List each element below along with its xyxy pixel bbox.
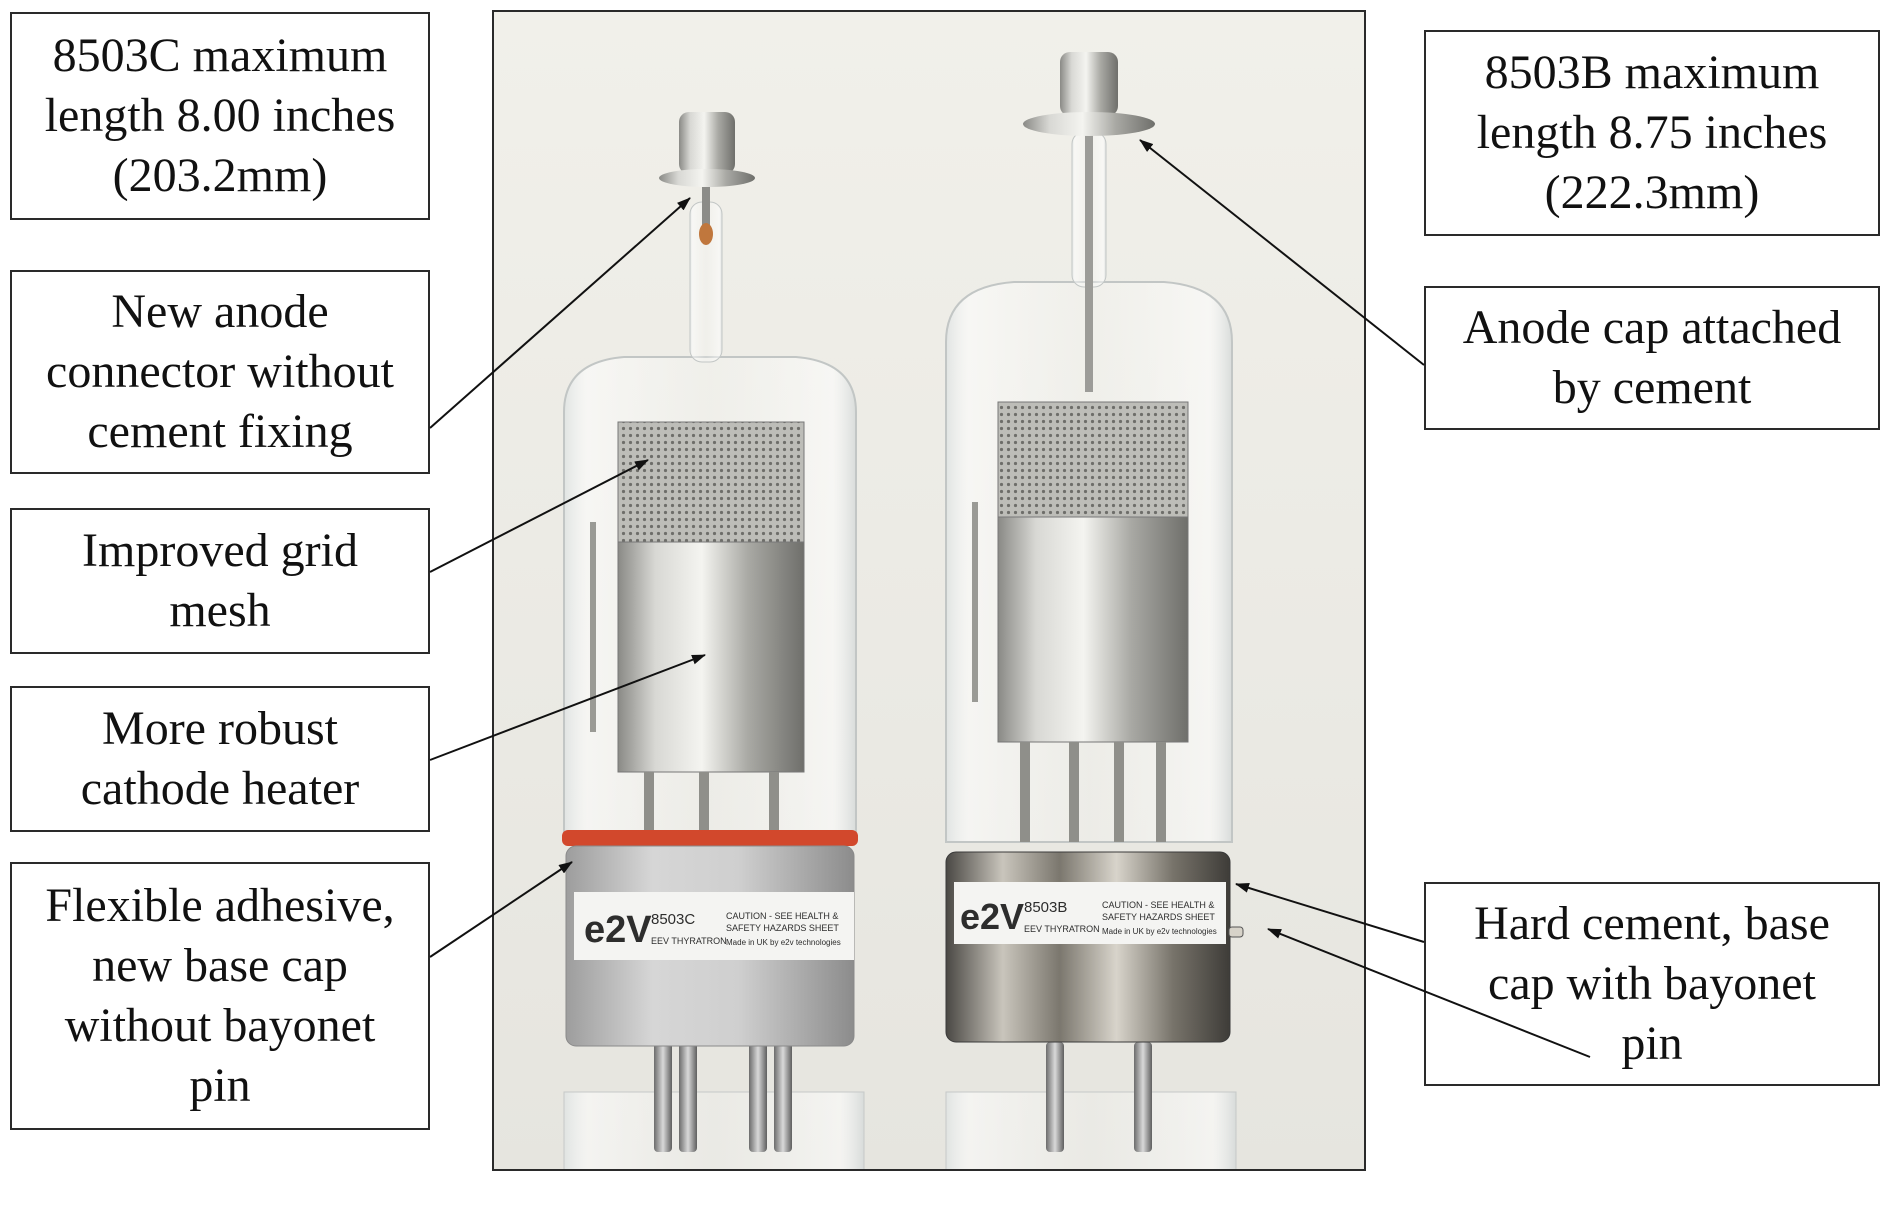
callout-line: 8503B maximum [1484, 46, 1820, 99]
callout-line: 8503C maximum [52, 29, 388, 82]
callout-line: length 8.00 inches [44, 89, 396, 142]
caution-text: SAFETY HAZARDS SHEET [726, 923, 839, 933]
callout-line: Flexible adhesive, [45, 879, 395, 932]
callout-8503c-length: 8503C maximum length 8.00 inches (203.2m… [10, 12, 430, 220]
tube-photo: e2V 8503C EEV THYRATRON CAUTION - SEE HE… [492, 10, 1366, 1171]
grid-mesh [617, 421, 805, 543]
anode-lead [702, 180, 710, 240]
callout-line: pin [189, 1059, 251, 1112]
grid-mesh [997, 401, 1189, 518]
cathode-cylinder [617, 541, 805, 773]
base-pin [1046, 1042, 1064, 1152]
leader-hard-cement-pin [1267, 928, 1591, 1058]
lower-glass-tube [945, 1091, 1237, 1169]
leader-anode-cap [1139, 139, 1425, 366]
callout-line: (222.3mm) [1544, 166, 1760, 219]
logo-text: e2V [960, 896, 1024, 937]
anode-lead-tip [699, 223, 713, 245]
anode-cap [679, 112, 735, 174]
callout-line: Hard cement, base [1474, 897, 1830, 950]
base-pin [774, 1042, 792, 1152]
callout-line: mesh [169, 584, 271, 637]
support-wire [972, 502, 978, 702]
support-rod [1114, 742, 1124, 842]
callout-line: by cement [1552, 361, 1752, 414]
tube-8503b: e2V 8503B EEV THYRATRON CAUTION - SEE HE… [945, 52, 1244, 1169]
support-rod [1020, 742, 1030, 842]
caution-text: CAUTION - SEE HEALTH & [1102, 900, 1214, 910]
type-text: EEV THYRATRON [1024, 924, 1100, 934]
anode-cap-flange [1023, 112, 1155, 136]
callout-line: connector without [46, 345, 394, 398]
callout-line: cathode heater [80, 762, 360, 815]
anode-cap [1060, 52, 1118, 116]
callout-hard-cement: Hard cement, base cap with bayonet pin [1424, 882, 1880, 1086]
leader-hard-cement-cap [1235, 883, 1425, 943]
base-pin [749, 1042, 767, 1152]
anode-cap-flange [659, 169, 755, 187]
base-pin [654, 1042, 672, 1152]
callout-cathode-heater: More robust cathode heater [10, 686, 430, 832]
logo-text: e2V [584, 909, 652, 951]
callout-flexible-adhesive: Flexible adhesive, new base cap without … [10, 862, 430, 1130]
support-rod [769, 772, 779, 842]
base-pin [1134, 1042, 1152, 1152]
base-label-sticker [574, 892, 854, 960]
callout-line: Anode cap attached [1462, 301, 1842, 354]
callout-line: cement fixing [87, 405, 353, 458]
type-text: EEV THYRATRON [651, 936, 727, 946]
leader-cathode-heater [429, 654, 706, 761]
support-rod [1069, 742, 1079, 842]
lower-glass-tube [563, 1091, 865, 1169]
caution-text: SAFETY HAZARDS SHEET [1102, 912, 1215, 922]
caution-text: CAUTION - SEE HEALTH & [726, 911, 838, 921]
made-in-text: Made in UK by e2v technologies [1102, 927, 1217, 936]
callout-8503b-length: 8503B maximum length 8.75 inches (222.3m… [1424, 30, 1880, 236]
callout-line: pin [1621, 1017, 1683, 1070]
model-text: 8503B [1024, 899, 1067, 916]
cathode-cylinder [997, 516, 1189, 743]
callout-line: (203.2mm) [112, 149, 328, 202]
leader-flexible-adhesive [429, 861, 573, 958]
support-wire [590, 522, 596, 732]
leader-anode-connector [429, 197, 691, 429]
tube-illustration: e2V 8503C EEV THYRATRON CAUTION - SEE HE… [494, 12, 1364, 1169]
bayonet-pin [1228, 926, 1244, 938]
made-in-text: Made in UK by e2v technologies [726, 938, 841, 947]
callout-line: cap with bayonet [1488, 957, 1816, 1010]
callout-line: without bayonet [64, 999, 376, 1052]
support-rod [699, 772, 709, 842]
seal-ring [562, 830, 858, 846]
callout-anode-connector: New anode connector without cement fixin… [10, 270, 430, 474]
leader-grid-mesh [429, 459, 649, 573]
support-rod [644, 772, 654, 842]
callout-grid-mesh: Improved grid mesh [10, 508, 430, 654]
anode-lead [1085, 132, 1093, 392]
callout-line: new base cap [92, 939, 348, 992]
tube-8503c: e2V 8503C EEV THYRATRON CAUTION - SEE HE… [562, 112, 865, 1169]
model-text: 8503C [651, 911, 695, 928]
callout-line: length 8.75 inches [1476, 106, 1828, 159]
base-label-sticker [954, 882, 1226, 944]
callout-line: Improved grid [82, 524, 358, 577]
callout-anode-cap: Anode cap attached by cement [1424, 286, 1880, 430]
callout-line: More robust [102, 702, 338, 755]
callout-line: New anode [111, 285, 329, 338]
base-pin [679, 1042, 697, 1152]
support-rod [1156, 742, 1166, 842]
